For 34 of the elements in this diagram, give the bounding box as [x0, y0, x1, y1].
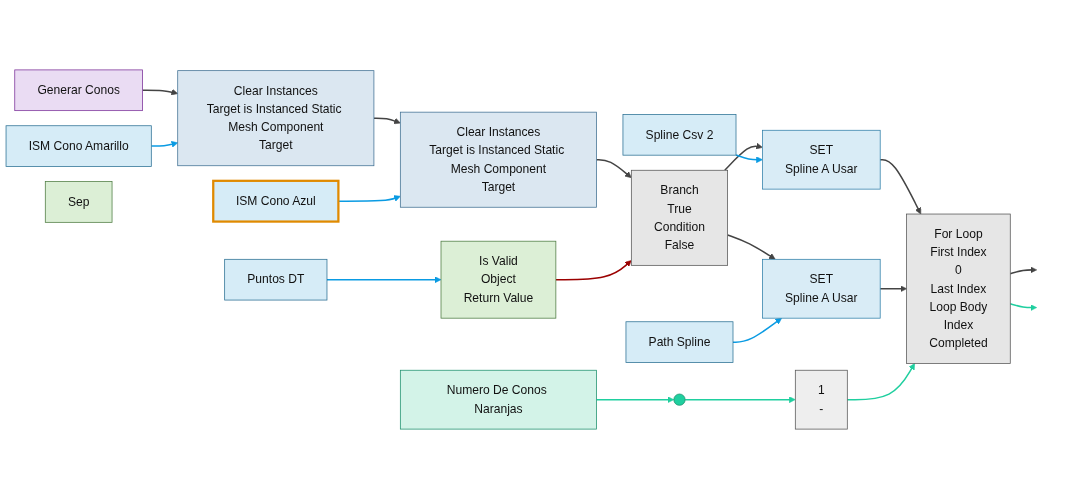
arrow: [684, 396, 796, 403]
arrow: [879, 158, 922, 215]
node-box: Branch True Condition False: [630, 169, 728, 266]
node-box: Spline Csv 2: [622, 114, 737, 156]
arrow: [735, 154, 763, 163]
arrow: [373, 117, 401, 125]
node-box: SET Spline A Usar: [762, 258, 881, 319]
node-box: Generar Conos: [14, 69, 143, 112]
arrow: [1009, 303, 1037, 311]
node-box: SET Spline A Usar: [762, 129, 881, 190]
arrow: [141, 88, 178, 96]
node-box: Clear Instances Target is Instanced Static Mesh Component Target: [399, 111, 597, 208]
node-box: Is Valid Object Return Value: [440, 240, 557, 319]
arrow: [732, 317, 782, 343]
node-box: Numero De Conos Naranjas: [399, 369, 597, 430]
arrow: [1009, 266, 1037, 275]
arrow: [595, 396, 675, 403]
arrow: [724, 142, 763, 171]
node-box: Sep: [44, 181, 113, 223]
node-box: Puntos DT: [224, 258, 328, 301]
node-box: ISM Cono Amarillo: [5, 125, 152, 167]
arrow: [326, 276, 442, 283]
node-box: Clear Instances Target is Instanced Static Mesh Component Target: [177, 70, 375, 167]
node-box: Path Spline: [625, 321, 734, 363]
arrow: [879, 285, 907, 293]
arrow: [846, 363, 915, 401]
node-circle: [673, 393, 686, 406]
arrow: [726, 234, 776, 260]
node-box: ISM Cono Azul: [212, 179, 340, 223]
arrow: [555, 260, 632, 281]
arrow: [150, 141, 178, 148]
node-box: 1 -: [794, 369, 848, 430]
arrow: [595, 158, 632, 178]
node-box: For Loop First Index 0 Last Index Loop Body Index Completed: [906, 213, 1011, 364]
